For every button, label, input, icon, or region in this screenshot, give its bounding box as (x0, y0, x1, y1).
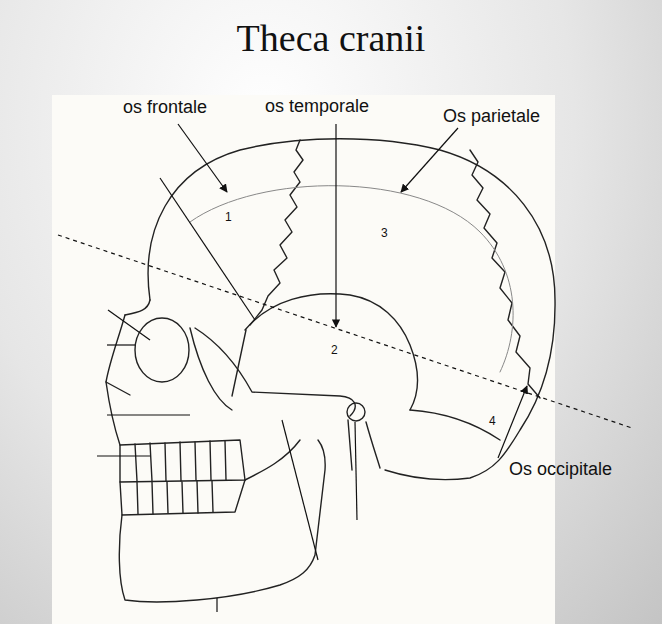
leader-lines (97, 124, 527, 612)
callout-number: 2 (330, 343, 339, 357)
slide-title: Theca cranii (237, 16, 426, 60)
image-panel (52, 95, 555, 624)
callout-number: 3 (380, 226, 389, 240)
callout-number: 4 (488, 414, 497, 428)
bone-label: os temporale (265, 96, 369, 117)
skull-drawing (106, 139, 555, 602)
callout-number: 1 (224, 210, 233, 224)
section-line (58, 235, 632, 428)
bone-label: Os occipitale (509, 459, 612, 480)
bone-label: os frontale (123, 97, 207, 118)
bone-label: Os parietale (443, 106, 540, 127)
